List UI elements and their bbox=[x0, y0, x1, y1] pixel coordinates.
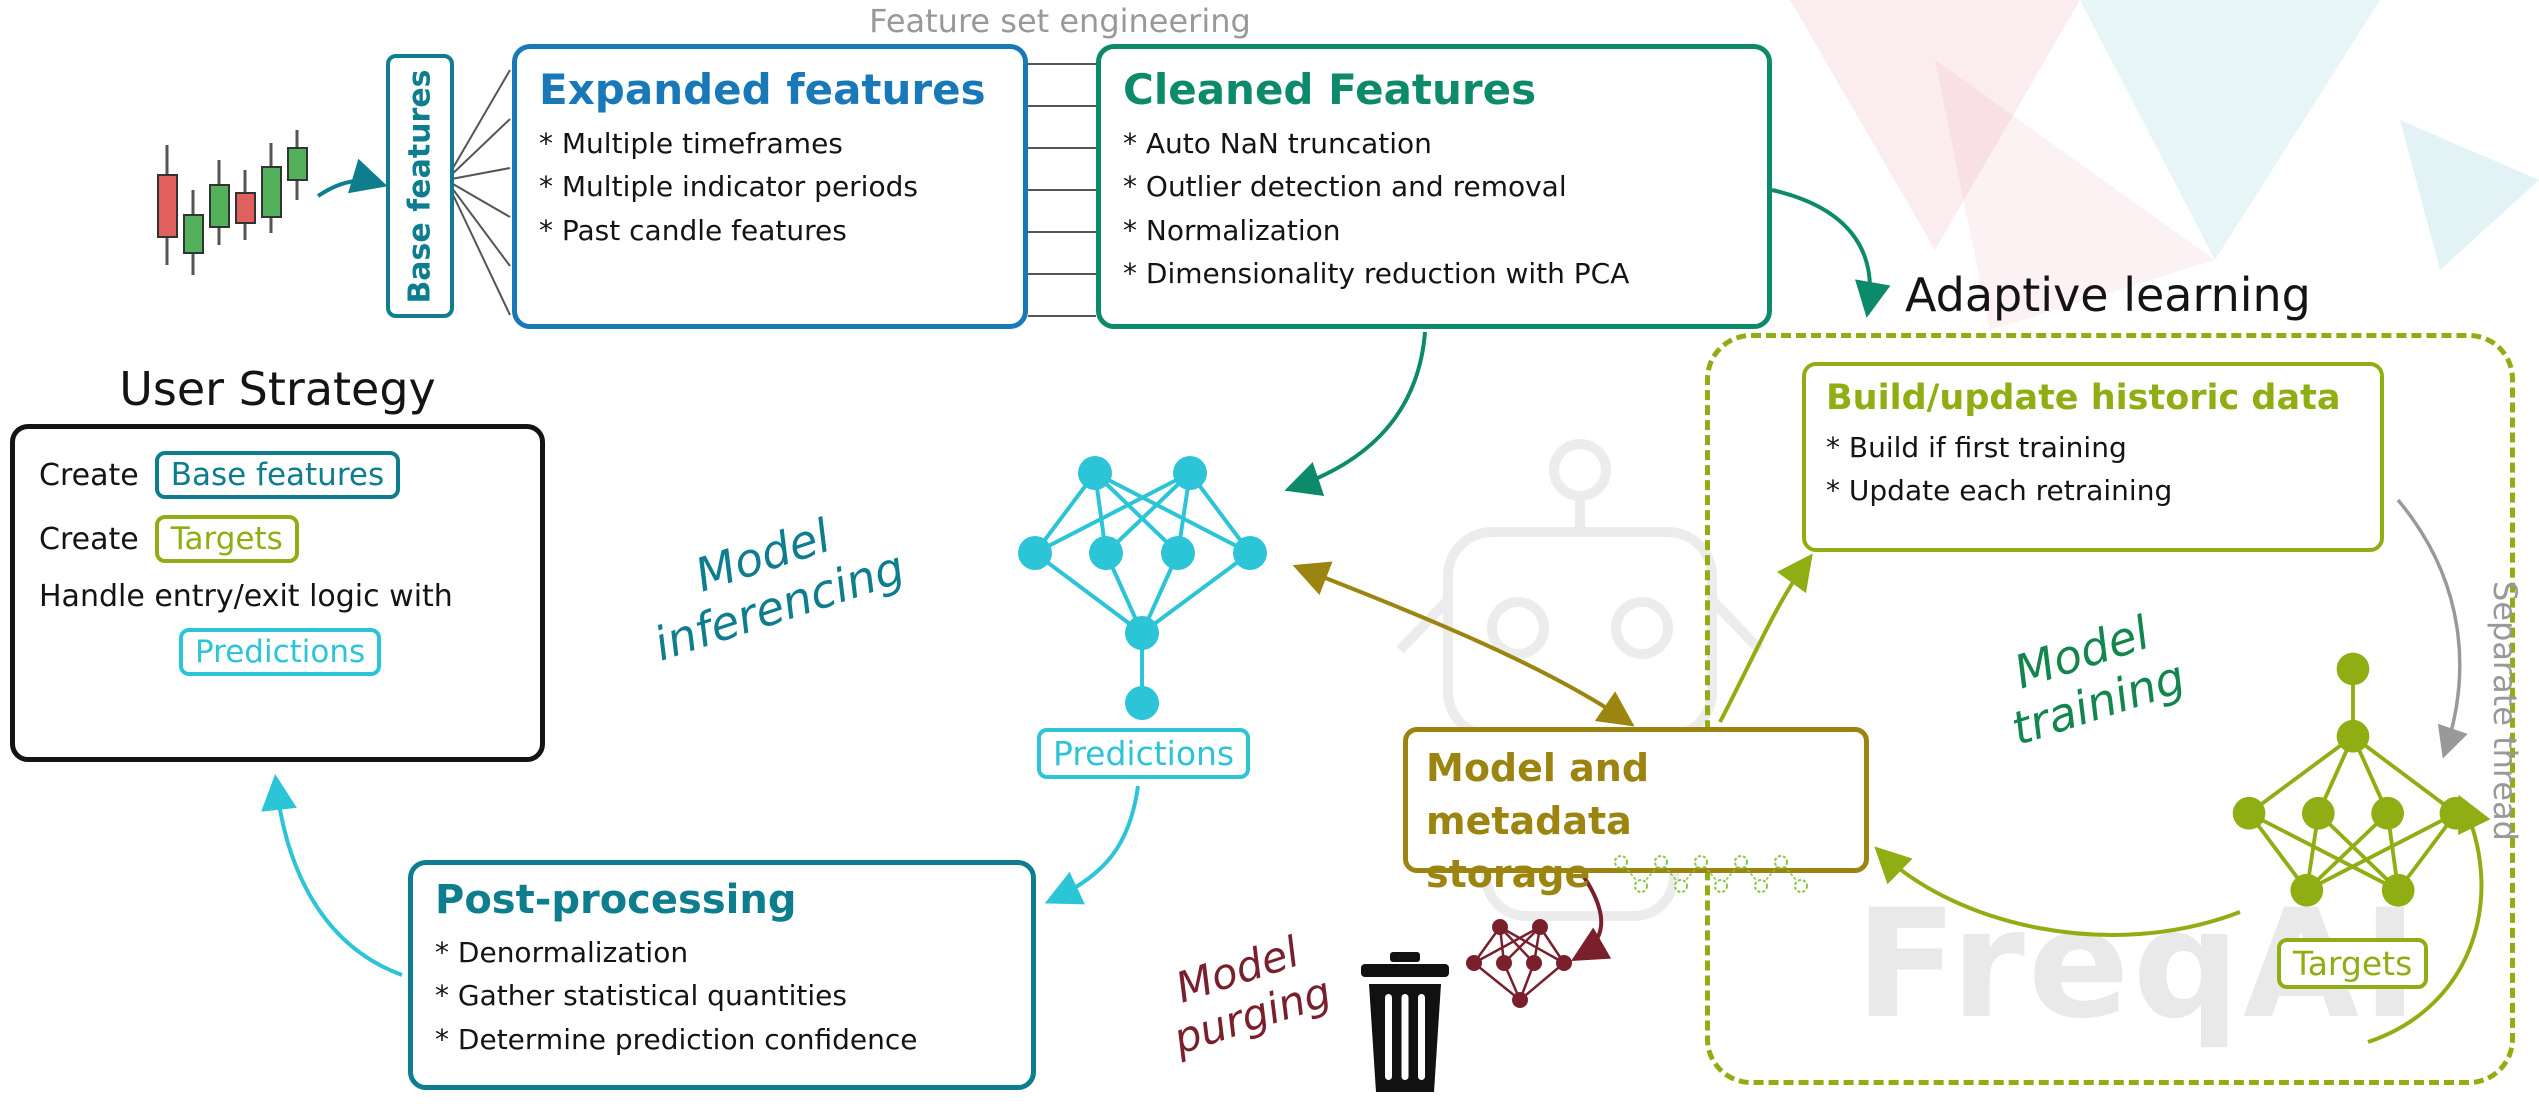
post-processing-item: * Gather statistical quantities bbox=[435, 979, 847, 1013]
arrow-candles-to-base-features bbox=[316, 158, 388, 198]
post-processing-item: * Determine prediction confidence bbox=[435, 1022, 918, 1056]
trash-can-icon bbox=[1361, 952, 1449, 1092]
storage-title-line2: storage bbox=[1426, 852, 1591, 897]
post-processing-box: Post-processing * Denormalization * Gath… bbox=[408, 860, 1036, 1090]
fan-lines-base-to-expanded bbox=[445, 69, 511, 316]
targets-chip: Targets bbox=[2277, 938, 2429, 989]
arrow-postprocessing-to-user-strategy bbox=[261, 774, 403, 977]
cleaned-features-title: Cleaned Features bbox=[1123, 65, 1537, 114]
inference-neural-network-icon bbox=[1018, 456, 1267, 720]
cleaned-features-box: Cleaned Features * Auto NaN truncation *… bbox=[1096, 44, 1772, 329]
create-label: Create bbox=[39, 521, 139, 557]
arrow-cleaned-to-adaptive bbox=[1771, 188, 1891, 318]
model-purging-label: Model purging bbox=[1167, 926, 1337, 1065]
adaptive-learning-title: Adaptive learning bbox=[1905, 268, 2311, 322]
base-features-chip: Base features bbox=[154, 451, 401, 499]
stored-models-icon bbox=[1614, 854, 1809, 893]
model-inferencing-label: Model inferencing bbox=[647, 508, 911, 672]
candlestick-chart-icon bbox=[157, 130, 308, 275]
base-features-label: Base features bbox=[402, 68, 438, 304]
post-processing-item: * Denormalization bbox=[435, 936, 689, 969]
storage-title-line1: Model and metadata bbox=[1426, 746, 1650, 844]
predictions-chip: Predictions bbox=[1037, 728, 1251, 779]
build-update-box: Build/update historic data * Build if fi… bbox=[1802, 362, 2384, 552]
build-update-item: * Build if first training bbox=[1826, 431, 2127, 464]
expanded-item: * Multiple timeframes bbox=[539, 127, 843, 160]
user-strategy-box: Create Base features Create Targets Hand… bbox=[10, 424, 545, 762]
targets-chip-strategy: Targets bbox=[154, 515, 299, 563]
arrow-cleaned-to-inference-nn bbox=[1284, 331, 1427, 497]
user-strategy-title: User Strategy bbox=[119, 362, 436, 416]
cleaned-item: * Outlier detection and removal bbox=[1123, 170, 1567, 204]
lines-expanded-to-cleaned bbox=[1028, 63, 1096, 317]
expanded-item: * Multiple indicator periods bbox=[539, 170, 918, 204]
expanded-item: * Past candle features bbox=[539, 213, 847, 247]
build-update-item: * Update each retraining bbox=[1826, 474, 2173, 508]
separate-thread-label: Separate thread bbox=[2486, 581, 2524, 841]
predictions-chip-strategy: Predictions bbox=[179, 628, 382, 676]
cleaned-item: * Normalization bbox=[1123, 213, 1341, 247]
expanded-features-title: Expanded features bbox=[539, 65, 986, 114]
expanded-features-box: Expanded features * Multiple timeframes … bbox=[512, 44, 1028, 329]
create-label: Create bbox=[39, 457, 139, 493]
arrow-predictions-to-postprocessing bbox=[1044, 785, 1140, 905]
feature-set-engineering-label: Feature set engineering bbox=[869, 2, 1251, 40]
cleaned-item: * Dimensionality reduction with PCA bbox=[1123, 257, 1630, 291]
cleaned-item: * Auto NaN truncation bbox=[1123, 127, 1432, 160]
base-features-box: Base features bbox=[386, 54, 454, 318]
model-storage-box: Model and metadata storage bbox=[1403, 727, 1869, 896]
post-processing-title: Post-processing bbox=[435, 877, 797, 923]
handle-logic-label: Handle entry/exit logic with bbox=[39, 579, 453, 614]
arrow-nn-storage-bidirectional bbox=[1292, 561, 1635, 727]
purged-model-neural-network-icon bbox=[1466, 919, 1572, 1008]
build-update-title: Build/update historic data bbox=[1826, 378, 2341, 418]
training-neural-network-icon bbox=[2232, 652, 2473, 907]
